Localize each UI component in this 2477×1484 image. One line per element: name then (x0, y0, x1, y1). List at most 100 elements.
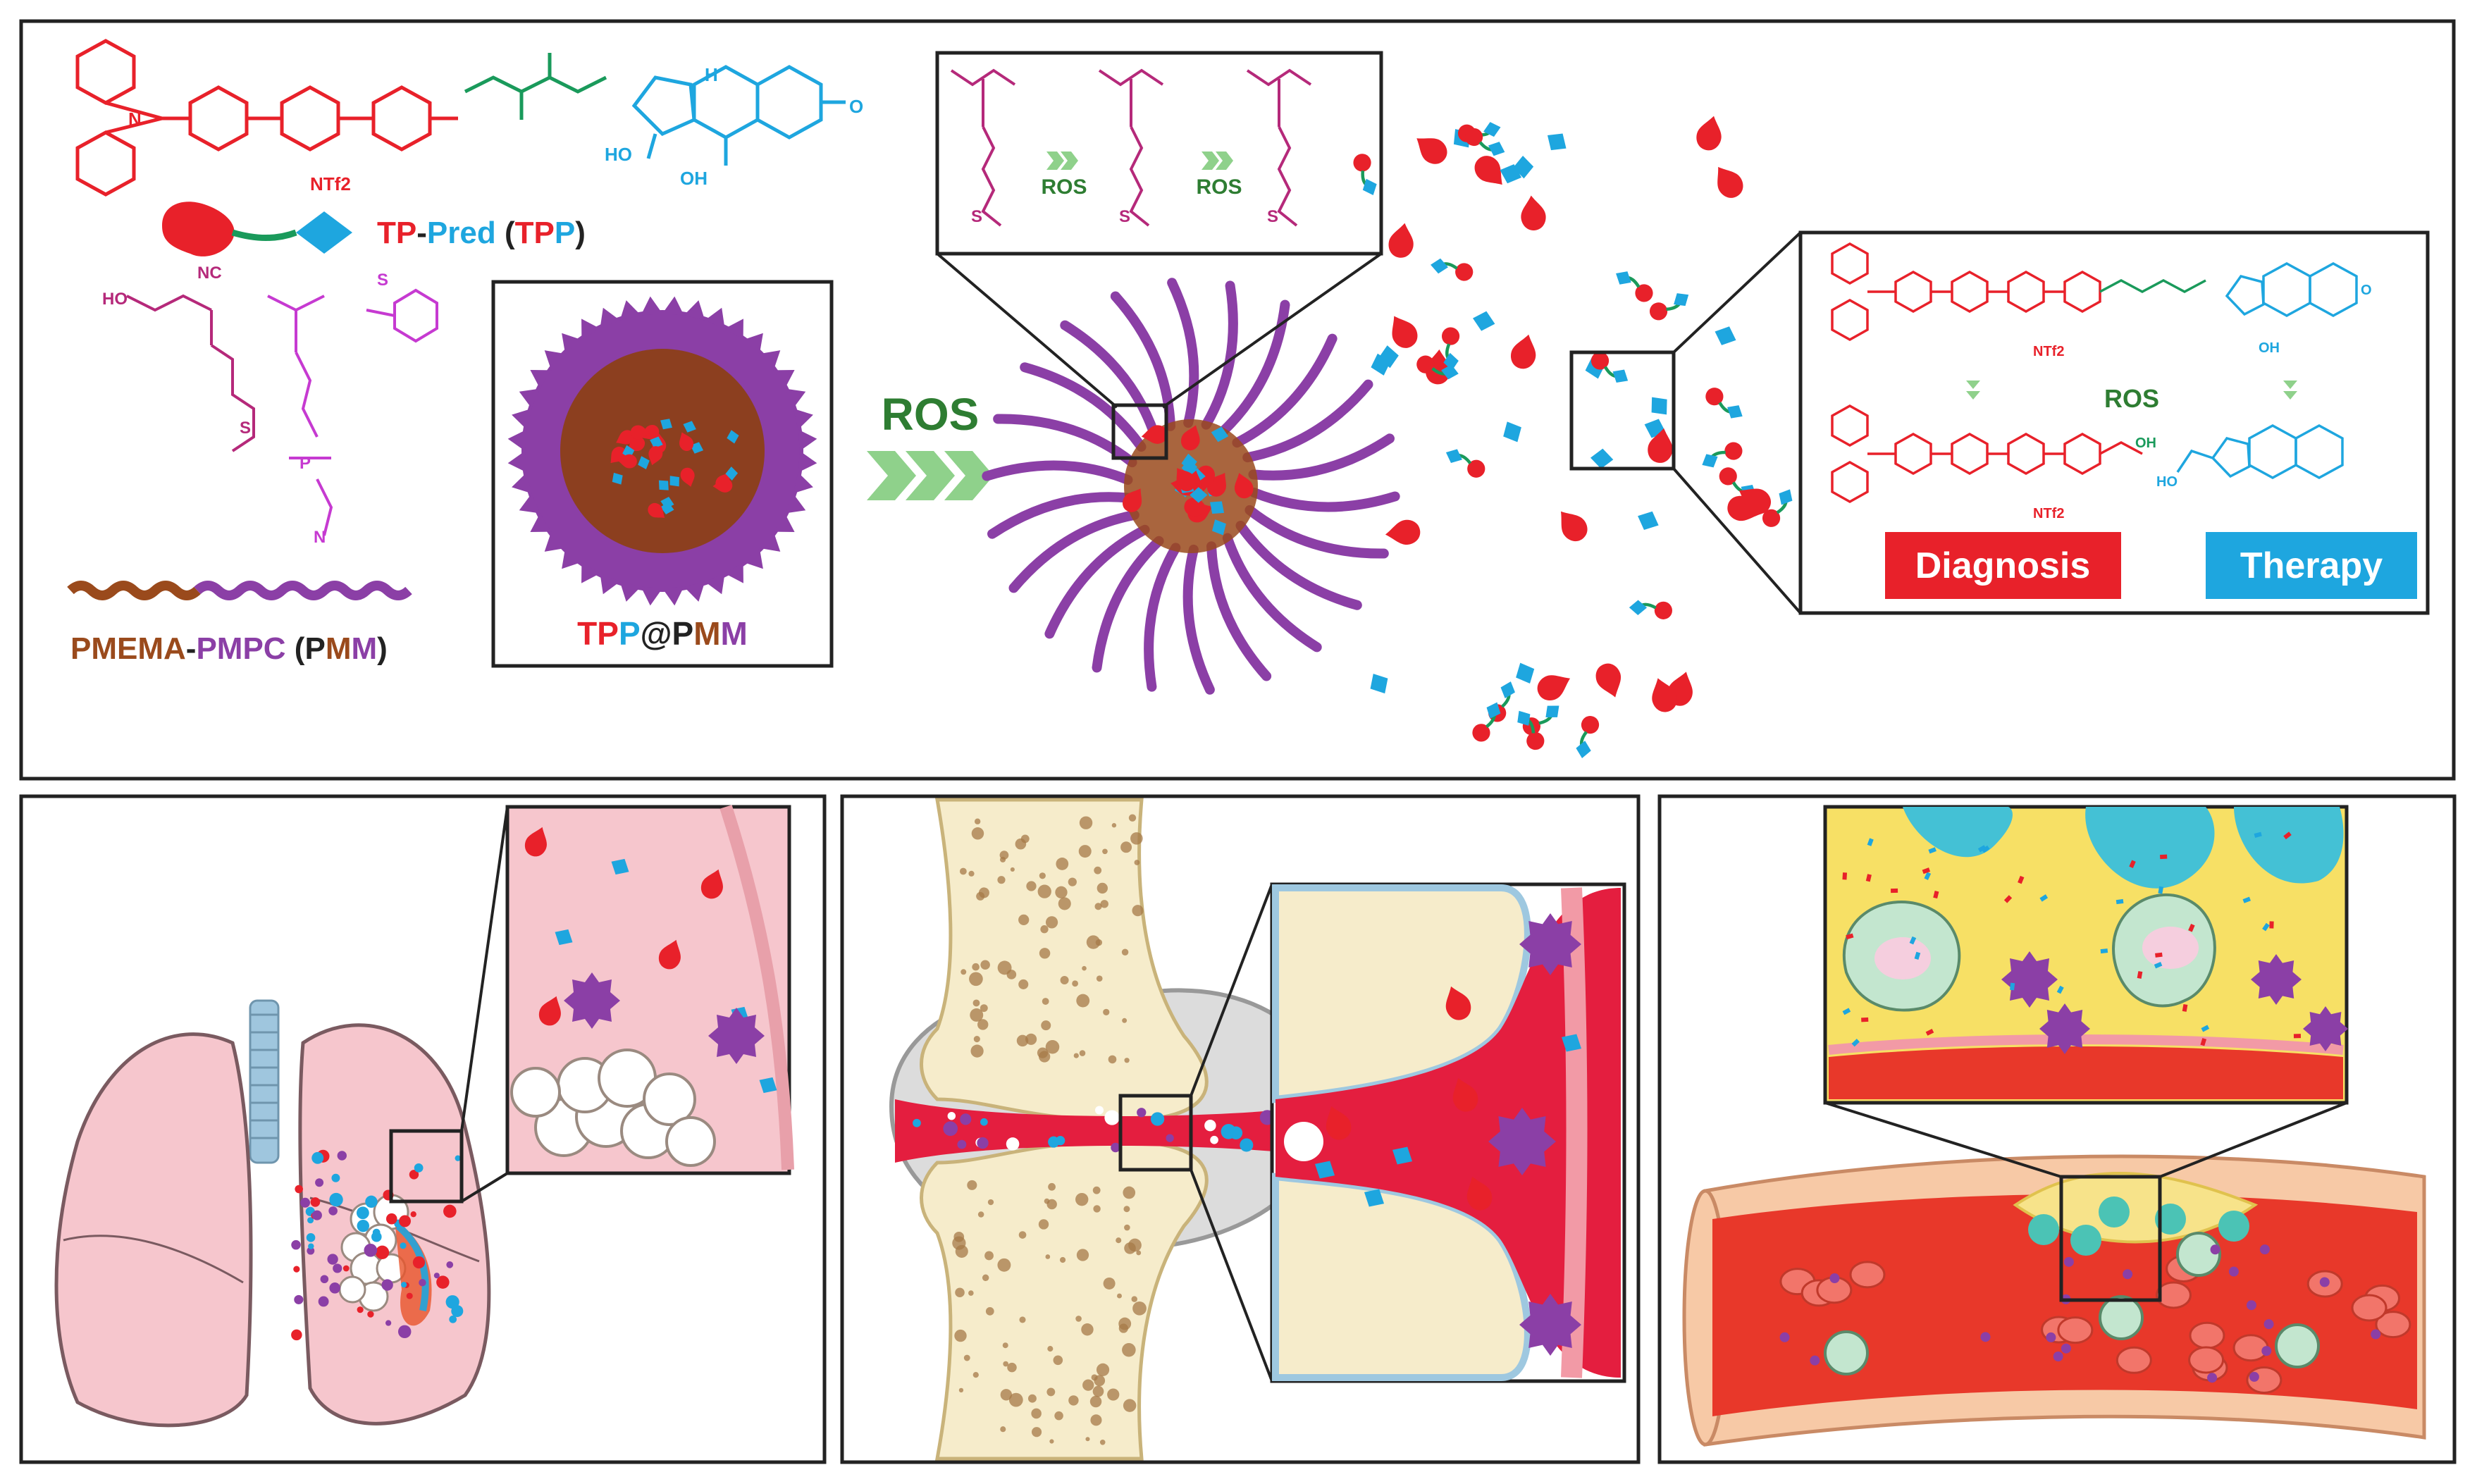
ntf2-label: NTf2 (310, 173, 351, 194)
vessel-particle (2123, 1269, 2133, 1280)
lung-particle (397, 1325, 412, 1339)
nanoparticle-tooth (619, 581, 641, 602)
immune-cell (2099, 1295, 2144, 1340)
nanoparticle-tooth (619, 300, 641, 321)
nanoparticle-tooth (519, 493, 541, 514)
bone-pore (1121, 948, 1129, 956)
bone-pore (1072, 980, 1078, 987)
zoom-line-4 (1672, 467, 1802, 614)
lung-particle (409, 1170, 419, 1180)
lung-particle (400, 1242, 407, 1249)
vessel-inset-dot (1981, 845, 1990, 853)
lung-icon (54, 999, 491, 1428)
bone-pore (1123, 1186, 1136, 1199)
bone-pore (1089, 1395, 1102, 1408)
lung-particle (367, 1311, 374, 1318)
lung-particle (449, 1315, 457, 1323)
lung-particle (375, 1245, 390, 1259)
vessel-particle (2207, 1373, 2218, 1383)
therapy-label: Therapy (2240, 545, 2383, 586)
vessel-inset-dot (2242, 896, 2251, 903)
vessel-inset-dot (1925, 1028, 1934, 1036)
immune-cell (2176, 1232, 2221, 1277)
bone-pore (1132, 905, 1144, 917)
bone-pore (1000, 1389, 1013, 1401)
n-label: N (128, 109, 142, 130)
nanoparticle-tooth (581, 562, 600, 583)
vessel-inset-dot (1977, 845, 1987, 853)
micelle-arm (1242, 379, 1373, 463)
nanoparticle-tooth (512, 472, 532, 494)
vessel-inset-dot (2100, 948, 2108, 954)
bone-pore (1016, 1034, 1029, 1047)
nanoparticle-tooth (773, 370, 795, 389)
vessel-inset-dot (2269, 921, 2274, 929)
red-blood-cell (2189, 1321, 2225, 1349)
bone-pore (1026, 881, 1037, 891)
bone-pore (1092, 1186, 1101, 1194)
vessel-particle (2053, 1351, 2063, 1361)
bone-pore (978, 887, 989, 898)
vessel-particle (2063, 1256, 2074, 1267)
bone-pore (1091, 1374, 1098, 1381)
joint-particle (977, 1137, 989, 1149)
bone-pore (1045, 1039, 1060, 1054)
bone-pore (1124, 1224, 1130, 1231)
nanoparticle-tooth (507, 429, 527, 451)
lung-particle (333, 1263, 342, 1273)
vessel-inset-dot (2018, 875, 2025, 884)
bone-pore (1096, 1363, 1110, 1376)
lung-particle (293, 1266, 300, 1273)
bone-pore (1120, 841, 1132, 853)
joint-particle (1210, 1135, 1218, 1144)
pmema-pmpc-structure (126, 288, 438, 536)
vessel-inset-dot (2293, 1034, 2302, 1039)
zoom-line-3 (1672, 231, 1802, 354)
bone-pore (1134, 860, 1140, 865)
micelle-arm (1144, 543, 1181, 692)
vessel-inset-dot (1928, 847, 1936, 854)
ho-label: HO (605, 144, 632, 165)
bone-pore (959, 867, 967, 875)
bone-pore (1053, 1355, 1063, 1366)
bone-pore (968, 870, 975, 877)
micelle-arm (1182, 544, 1215, 695)
vessel-particle (2371, 1329, 2381, 1340)
tp-pred-structure (75, 39, 846, 197)
vessel-particle (1810, 1355, 1820, 1366)
therapy-badge (2206, 532, 2417, 599)
micelle-arm (1060, 320, 1160, 440)
tpp-at-pmm-label: TPP@PMM (577, 615, 748, 652)
bone-pore (1003, 1361, 1008, 1367)
bone-pore (1008, 1392, 1023, 1407)
bone-pore (1042, 998, 1049, 1005)
oh-label-3: OH (2259, 340, 2280, 356)
bone-pore (1048, 1182, 1056, 1191)
lung-particle (328, 1206, 338, 1216)
bone-pore (1132, 1301, 1147, 1316)
joint-particle (1150, 1112, 1165, 1126)
bone-pore (971, 827, 984, 840)
ros-arrow-label: ROS (882, 389, 980, 440)
vessel-zoom-box (2059, 1175, 2162, 1302)
lung-particle (342, 1265, 350, 1272)
vessel-inset-dot (1846, 933, 1854, 940)
vessel-inset-dot (2182, 1003, 2188, 1012)
vessel-particle (1779, 1332, 1790, 1342)
micelle-arm (1222, 533, 1322, 653)
joint-particle (1104, 1110, 1120, 1125)
vessel-particle (2249, 1371, 2259, 1382)
joint-particle (913, 1118, 921, 1127)
bone-pore (1099, 1439, 1106, 1445)
plaque-cell (2028, 1214, 2059, 1245)
nanoparticle-tooth (600, 573, 620, 595)
bone-pore (1054, 1411, 1063, 1421)
bone-pore (1078, 845, 1092, 858)
bone-pore (1076, 1249, 1089, 1261)
s-label-3: S (971, 207, 982, 226)
nanoparticle-tooth (641, 586, 662, 606)
bone-pore (1060, 976, 1069, 985)
bone-pore (1124, 1058, 1130, 1063)
joint-particle (1095, 1106, 1104, 1115)
bone-pore (1079, 1050, 1086, 1056)
